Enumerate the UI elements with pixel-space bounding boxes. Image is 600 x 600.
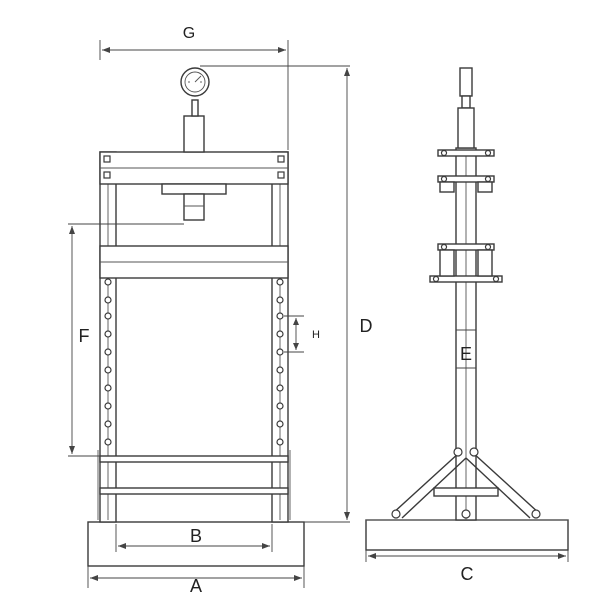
ram-head (183, 193, 205, 221)
upright-hole (104, 420, 112, 428)
label-g: G (183, 25, 195, 42)
upright-hole (276, 348, 284, 356)
label-e: E (460, 344, 472, 364)
upright-hole (104, 312, 112, 320)
bracket-hole (440, 149, 448, 157)
upright-hole (276, 330, 284, 338)
upright-hole (104, 366, 112, 374)
label-f: F (79, 326, 90, 346)
upright-hole (276, 402, 284, 410)
front-view (87, 67, 305, 567)
bracket-hole (440, 243, 448, 251)
bracket-hole (440, 175, 448, 183)
upright-hole (104, 402, 112, 410)
bracket-hole (484, 149, 492, 157)
upright-hole (276, 312, 284, 320)
dimensions (68, 40, 569, 588)
label-a: A (190, 576, 202, 596)
label-d: D (360, 316, 373, 336)
upright-hole (276, 278, 284, 286)
right-leg (471, 451, 541, 515)
upright-hole (276, 384, 284, 392)
upright-hole (276, 420, 284, 428)
upright-hole (276, 296, 284, 304)
upright-hole (104, 384, 112, 392)
side-view (365, 67, 569, 551)
bracket-hole (484, 243, 492, 251)
upright-hole (104, 278, 112, 286)
side-bracket-holes (432, 149, 500, 283)
upright-hole (276, 366, 284, 374)
bracket-hole (492, 275, 500, 283)
left-leg (391, 451, 461, 515)
upright-hole (104, 330, 112, 338)
upright-hole (104, 296, 112, 304)
label-c: C (461, 564, 474, 584)
bracket-hole (484, 175, 492, 183)
upright-hole (276, 438, 284, 446)
label-b: B (190, 526, 202, 546)
hydraulic-cylinder (183, 115, 205, 153)
upright-hole (104, 348, 112, 356)
upright-hole (104, 438, 112, 446)
bracket-hole (432, 275, 440, 283)
side-gauge (459, 67, 473, 97)
side-base-plate (365, 519, 569, 551)
upright-holes (104, 278, 284, 446)
label-h: H (312, 329, 320, 341)
